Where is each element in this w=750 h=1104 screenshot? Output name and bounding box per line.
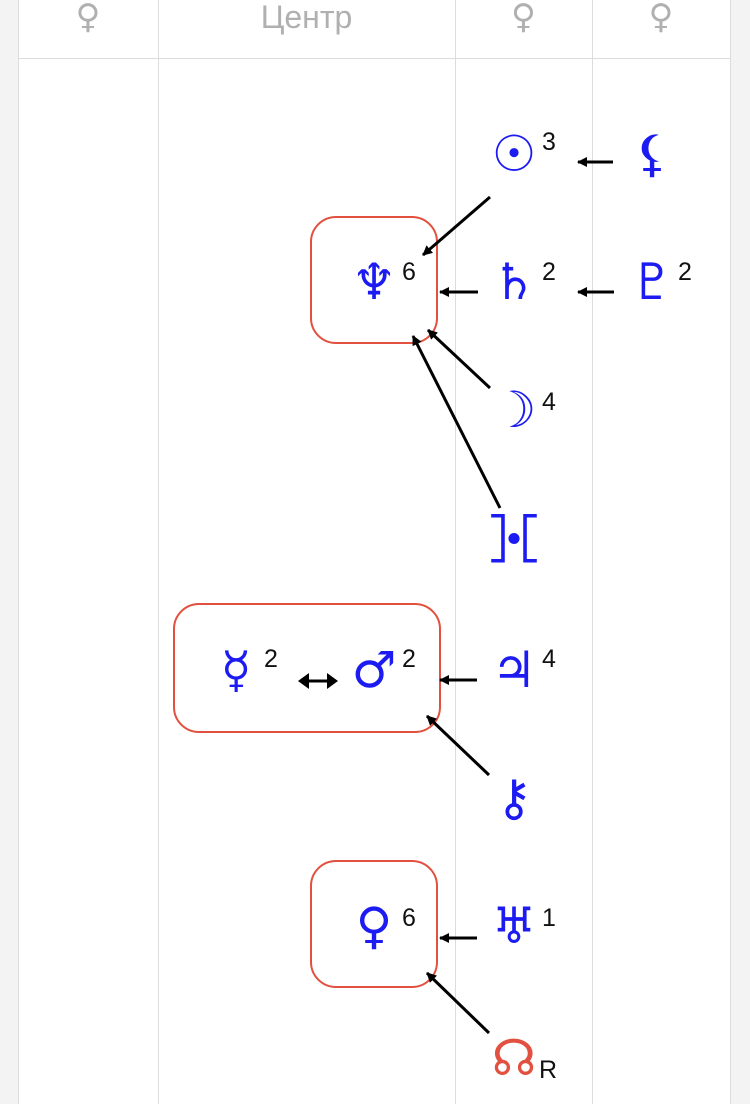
saturn-count: 2 <box>542 258 556 286</box>
mercury-mars-group-box <box>173 603 441 733</box>
venus-group-box <box>310 860 438 988</box>
column-divider <box>18 0 19 1104</box>
uranus-count: 1 <box>542 904 556 932</box>
mars-count: 2 <box>402 645 416 673</box>
jupiter-count: 4 <box>542 645 556 673</box>
neptune-count: 6 <box>402 258 416 286</box>
pluto-icon[interactable]: ♇ <box>629 253 675 311</box>
uranus-icon[interactable]: ♅ <box>491 897 537 955</box>
venus-count: 6 <box>402 904 416 932</box>
mars-icon[interactable]: ♂ <box>351 641 397 699</box>
arrow-proserpina-to-neptune <box>411 335 502 509</box>
header-center-label: Центр <box>260 0 353 35</box>
north-node-icon[interactable]: ☊ <box>491 1029 537 1087</box>
column-divider <box>592 0 593 1104</box>
moon-count: 4 <box>542 388 556 416</box>
column-divider <box>455 0 456 1104</box>
chiron-icon[interactable]: ⚷ <box>495 769 533 827</box>
arrow-moon-to-neptune <box>426 328 492 390</box>
header-venus-symbol: ♀ <box>511 0 536 37</box>
neptune-icon[interactable]: ♆ <box>351 253 397 311</box>
header-venus-symbol: ♀ <box>75 0 101 37</box>
lilith-icon[interactable]: ⚸ <box>633 125 671 183</box>
arrow-mercury-mars-mutual <box>298 673 338 689</box>
header-venus-symbol: ♀ <box>648 0 674 37</box>
header-divider <box>18 58 730 59</box>
pluto-count: 2 <box>678 258 692 286</box>
proserpina-icon[interactable]: ⯘ <box>488 509 540 567</box>
saturn-icon[interactable]: ♄ <box>491 253 537 311</box>
neptune-group-box <box>310 216 438 344</box>
mercury-count: 2 <box>264 645 278 673</box>
venus-icon[interactable]: ♀ <box>355 897 393 955</box>
north-node-retrograde-label: R <box>539 1056 558 1084</box>
jupiter-icon[interactable]: ♃ <box>491 641 537 699</box>
sun-count: 3 <box>542 128 556 156</box>
column-divider <box>730 0 731 1104</box>
sun-icon[interactable]: ☉ <box>491 125 537 183</box>
arrow-sun-to-neptune <box>422 195 491 257</box>
moon-icon[interactable]: ☽ <box>491 381 537 439</box>
arrow-node-to-venus <box>425 971 491 1035</box>
column-divider <box>158 0 159 1104</box>
mercury-icon[interactable]: ☿ <box>220 641 252 699</box>
arrow-chiron-to-mars <box>425 714 491 777</box>
